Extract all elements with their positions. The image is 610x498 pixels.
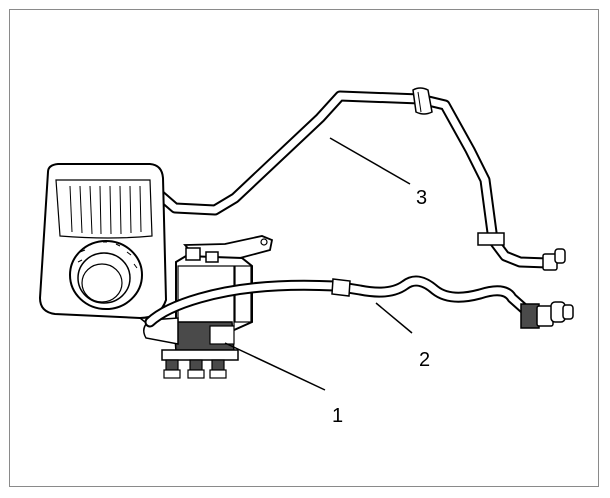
pipe-3-clamp-top — [412, 87, 433, 115]
pipe-3-connector — [542, 248, 566, 271]
illustration-frame — [9, 9, 599, 487]
leader-1 — [224, 342, 326, 391]
callout-2: 2 — [419, 349, 430, 371]
leader-3 — [329, 137, 411, 185]
leader-lines — [224, 137, 413, 391]
leader-2 — [375, 302, 413, 334]
pipe-2-connector — [520, 301, 574, 329]
pipe-2 — [144, 275, 536, 328]
fluid-reservoir — [38, 163, 168, 327]
callout-3: 3 — [416, 187, 427, 209]
callout-1: 1 — [332, 405, 343, 427]
reservoir-cap — [69, 240, 143, 310]
pipe-2-sleeve — [331, 278, 351, 297]
pipe-3 — [154, 90, 554, 269]
pipe-3-clamp-lower — [477, 232, 505, 246]
